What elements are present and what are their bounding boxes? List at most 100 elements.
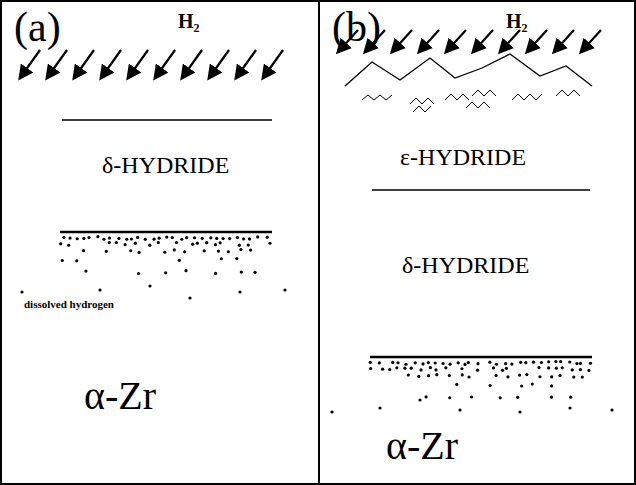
- hydrogen-dot: [175, 241, 178, 244]
- arrow: [236, 50, 256, 78]
- hydrogen-arrows: [20, 50, 283, 78]
- hydrogen-dot: [407, 373, 410, 376]
- hydrogen-dot: [559, 360, 562, 363]
- hydrogen-dot: [220, 257, 223, 260]
- arrow: [182, 50, 202, 78]
- hydrogen-dot: [538, 375, 541, 378]
- hydrogen-dot: [501, 369, 504, 372]
- hydrogen-dot: [173, 248, 176, 251]
- hydrogen-dot: [163, 251, 166, 254]
- hydrogen-dot: [461, 373, 464, 376]
- hydrogen-dot: [205, 241, 208, 244]
- hydrogen-dot: [458, 408, 461, 411]
- panel-label: (b): [332, 4, 381, 50]
- arrow: [500, 30, 520, 52]
- hydrogen-dot: [581, 376, 584, 379]
- hydrogen-dot: [579, 362, 582, 365]
- hydride-front: [370, 356, 592, 359]
- hydrogen-dot: [117, 237, 120, 240]
- hydrogen-dot: [228, 237, 231, 240]
- hydrogen-dot: [568, 360, 571, 363]
- hydrogen-dot: [414, 361, 417, 364]
- hydrogen-dot: [196, 242, 199, 245]
- hydrogen-dot: [247, 243, 250, 246]
- hydrogen-dot: [434, 368, 437, 371]
- hydrogen-dot: [178, 259, 181, 262]
- hydrogen-dot: [209, 236, 212, 239]
- hydrogen-dot: [152, 238, 155, 241]
- hydrogen-dot: [369, 367, 372, 370]
- arrow: [554, 30, 574, 52]
- hydrogen-dot: [239, 248, 242, 251]
- hydrogen-dot: [214, 243, 217, 246]
- hydrogen-dot: [330, 410, 333, 413]
- hydrogen-dot: [470, 395, 473, 398]
- hydrogen-dot: [499, 396, 502, 399]
- hydrogen-dot: [448, 396, 451, 399]
- hydrogen-dot: [575, 362, 578, 365]
- hydrogen-dot: [193, 236, 196, 239]
- hydrogen-dot: [427, 374, 430, 377]
- hydrogen-dot: [130, 237, 133, 240]
- hydrogen-dot: [457, 361, 460, 364]
- hydrogen-dot: [164, 271, 167, 274]
- hydrogen-dot: [222, 237, 225, 240]
- surface-line: [62, 119, 272, 120]
- hydrogen-dot: [203, 249, 206, 252]
- hydrogen-dot: [201, 237, 204, 240]
- interface-line: [372, 189, 590, 190]
- hydrogen-dot: [68, 236, 71, 239]
- hydrogen-dot: [240, 270, 243, 273]
- hydrogen-dot: [417, 375, 420, 378]
- arrow: [263, 50, 283, 78]
- hydrogen-dot: [183, 250, 186, 253]
- hydrogen-dot: [125, 238, 128, 241]
- hydrogen-dot: [550, 396, 553, 399]
- hydrogen-dot: [455, 383, 458, 386]
- hydrogen-dot: [96, 235, 99, 238]
- diagram-panel: (b)H₂ε-HYDRIDEδ-HYDRIDEα-Zr: [318, 0, 636, 485]
- hydrogen-dot: [435, 373, 438, 376]
- hydrogen-dot: [410, 367, 413, 370]
- hydrogen-dot: [547, 360, 550, 363]
- hydrogen-dot: [540, 361, 543, 364]
- hydrogen-dot: [518, 410, 521, 413]
- hydrogen-dot: [235, 257, 238, 260]
- hydrogen-dot: [572, 376, 575, 379]
- hydrogen-dot: [82, 237, 85, 240]
- hydrogen-dot: [108, 241, 111, 244]
- layer-label: dissolved hydrogen: [24, 298, 114, 310]
- layer-label: ε-HYDRIDE: [400, 144, 526, 170]
- hydrogen-dot: [495, 363, 498, 366]
- hydrogen-dot: [214, 272, 217, 275]
- rough-surface: [345, 54, 592, 86]
- hydrogen-dot: [419, 368, 422, 371]
- hydrogen-dot: [532, 361, 535, 364]
- hydrogen-dot: [158, 237, 161, 240]
- layer-label: α-Zr: [84, 374, 156, 418]
- hydrogen-dot: [550, 384, 553, 387]
- hydrogen-dot: [98, 288, 101, 291]
- hydrogen-dot: [62, 236, 65, 239]
- hydrogen-dot: [568, 406, 571, 409]
- hydrogen-dot: [492, 366, 495, 369]
- arrow: [419, 30, 439, 52]
- hydrogen-dot: [476, 362, 479, 365]
- hydrogen-dot: [579, 368, 582, 371]
- hydrogen-dot: [554, 360, 557, 363]
- cracks: [362, 90, 580, 112]
- hydrogen-dot: [137, 251, 140, 254]
- hydrogen-dot: [242, 237, 245, 240]
- hydrogen-dot: [105, 250, 108, 253]
- hydrogen-dot: [520, 384, 523, 387]
- hydrogen-dot: [555, 367, 558, 370]
- hydrogen-dot: [148, 284, 151, 287]
- hydrogen-dot: [129, 249, 132, 252]
- hydrogen-dot: [67, 244, 70, 247]
- hydrogen-dot: [108, 236, 111, 239]
- hydrogen-dot: [238, 244, 241, 247]
- hydrogen-dot: [227, 250, 230, 253]
- hydrogen-dot: [525, 373, 528, 376]
- arrow: [47, 50, 67, 78]
- hydrogen-dot: [587, 369, 590, 372]
